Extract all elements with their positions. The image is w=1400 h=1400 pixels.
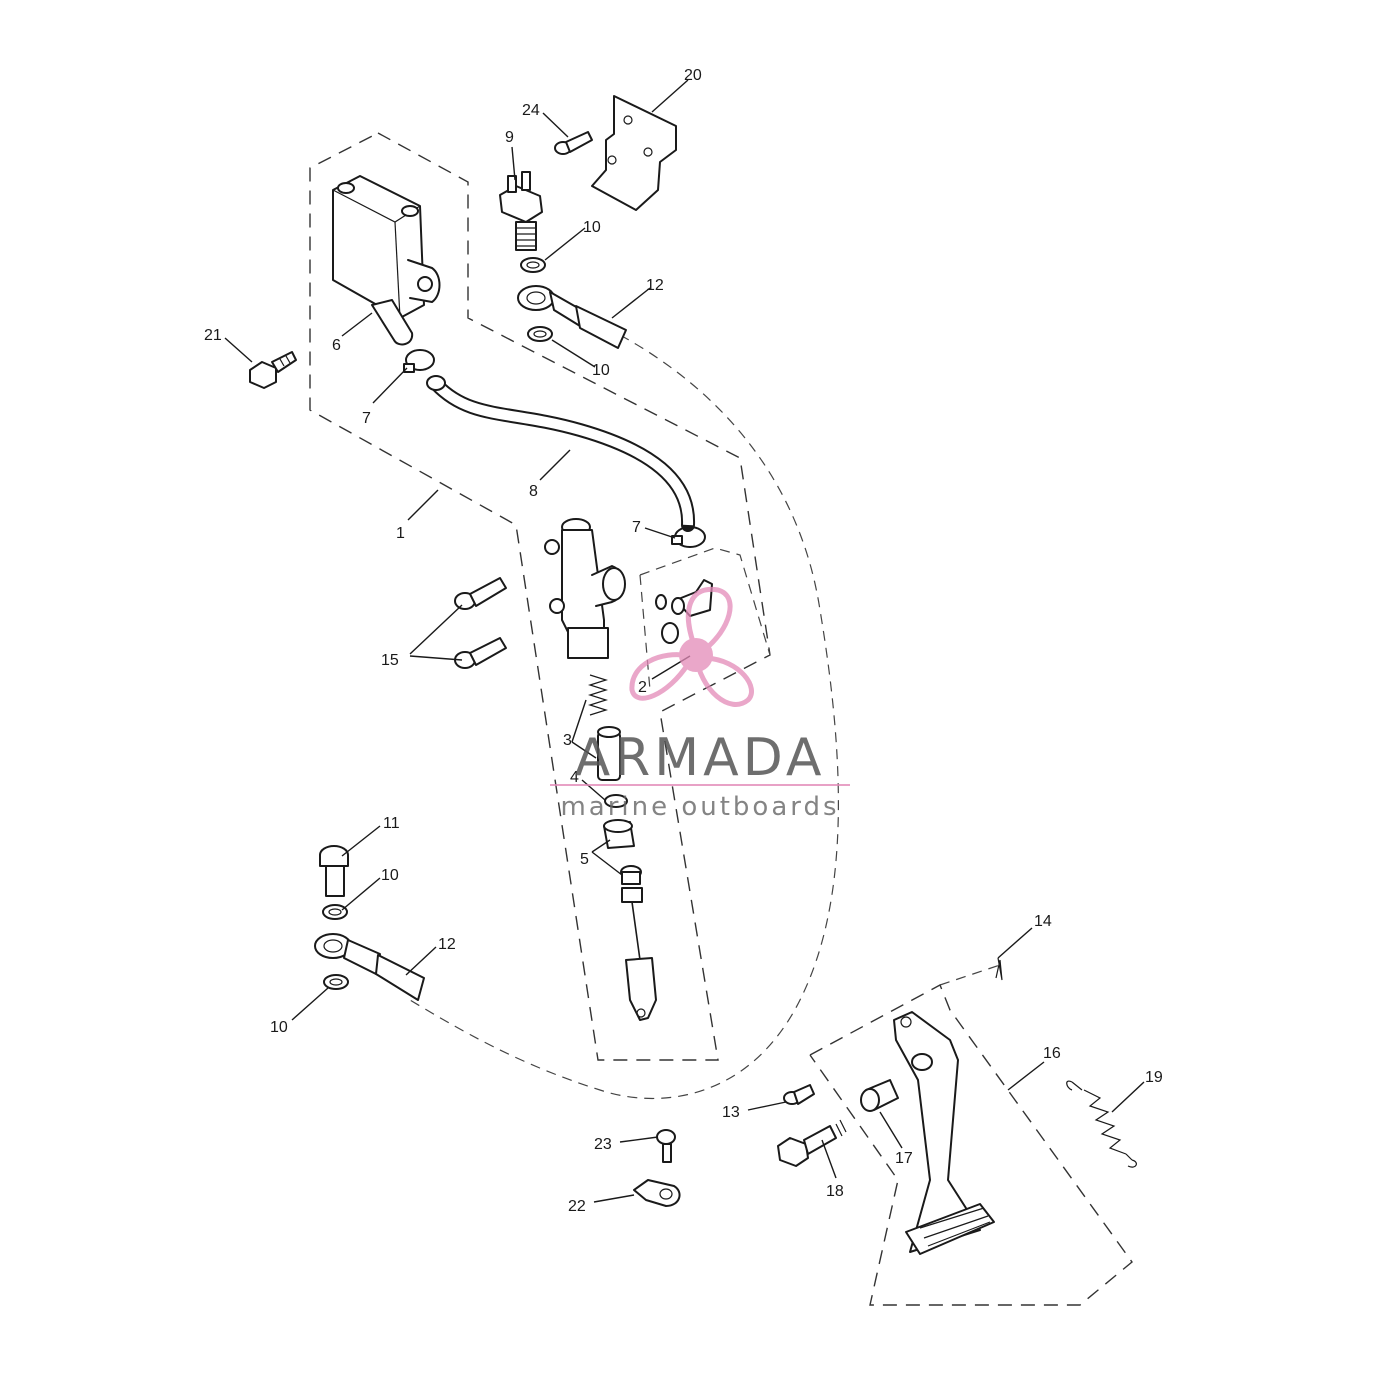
- o-ring-large: [661, 622, 679, 644]
- callout-19: 19: [1145, 1069, 1163, 1086]
- return-spring: [587, 674, 609, 716]
- banjo-bolt: [319, 845, 349, 897]
- callout-20: 20: [684, 67, 702, 84]
- watermark-brand: ARMADA: [575, 728, 826, 788]
- callout-9: 9: [505, 129, 514, 146]
- piston: [597, 726, 621, 781]
- washer-upper-2: [527, 326, 553, 342]
- mounting-bolt-lower: [454, 637, 507, 669]
- hose-clamp-upper: [403, 349, 435, 373]
- brake-pedal: [893, 1011, 995, 1255]
- callout-7: 7: [362, 410, 371, 427]
- callout-23: 23: [594, 1136, 612, 1153]
- callout-3: 3: [563, 732, 572, 749]
- callout-10: 10: [270, 1019, 288, 1036]
- armada-watermark: ARMADA marine outboards: [550, 586, 850, 822]
- watermark-tagline: marine outboards: [560, 792, 839, 822]
- callout-1: 1: [396, 525, 405, 542]
- callout-11: 11: [383, 815, 400, 832]
- o-ring-small: [655, 594, 667, 610]
- callout-2: 2: [638, 679, 647, 696]
- mounting-bolt-upper: [454, 577, 507, 610]
- push-rod: [621, 887, 657, 1021]
- push-rod-boot: [603, 819, 635, 849]
- callout-12: 12: [646, 277, 664, 294]
- washer-upper-1: [520, 257, 546, 273]
- callout-10: 10: [583, 219, 601, 236]
- bolt-24: [554, 131, 593, 155]
- callout-16: 16: [1043, 1045, 1061, 1062]
- callout-24: 24: [522, 102, 540, 119]
- assembly-outline-fitting: [639, 547, 771, 691]
- pivot-bolt: [777, 1119, 847, 1167]
- cotter-pin: [995, 957, 1003, 981]
- cup-seal: [604, 794, 628, 808]
- callout-10: 10: [592, 362, 610, 379]
- callout-14: 14: [1034, 913, 1052, 930]
- brake-hose-banjo-lower: [314, 933, 425, 1001]
- callout-15: 15: [381, 652, 399, 669]
- callout-8: 8: [529, 483, 538, 500]
- return-spring-19: [1066, 1080, 1137, 1168]
- bracket-20: [591, 95, 677, 211]
- callout-labels: 20 24 9 10 12 10 21 6 7 8 1 7 15 2 3 4 5…: [204, 67, 1163, 1215]
- reservoir-hose: [426, 375, 696, 532]
- callout-22: 22: [568, 1198, 586, 1215]
- callout-18: 18: [826, 1183, 844, 1200]
- assembly-outline-pedal: [809, 964, 1133, 1306]
- callout-10: 10: [381, 867, 399, 884]
- callout-21: 21: [204, 327, 222, 344]
- callout-13: 13: [722, 1104, 740, 1121]
- callout-6: 6: [332, 337, 341, 354]
- brake-hose-banjo-upper: [517, 285, 627, 349]
- assembly-outline-master-cylinder: [309, 132, 771, 1061]
- push-rod-nut: [620, 865, 642, 885]
- hose-clip-22: [633, 1179, 681, 1207]
- screw-23: [656, 1129, 676, 1163]
- callout-7: 7: [632, 519, 641, 536]
- propeller-icon: [629, 586, 754, 707]
- washer-lower-1: [322, 904, 348, 920]
- callout-12: 12: [438, 936, 456, 953]
- clevis-pin: [783, 1084, 815, 1105]
- bolt-21: [249, 351, 297, 389]
- brake-light-switch: [499, 171, 543, 251]
- pivot-collar: [860, 1079, 899, 1112]
- master-cylinder-body: [544, 518, 626, 659]
- callout-4: 4: [570, 769, 579, 786]
- reservoir: [332, 175, 441, 346]
- callout-17: 17: [895, 1150, 913, 1167]
- callout-5: 5: [580, 851, 589, 868]
- washer-lower-2: [323, 974, 349, 990]
